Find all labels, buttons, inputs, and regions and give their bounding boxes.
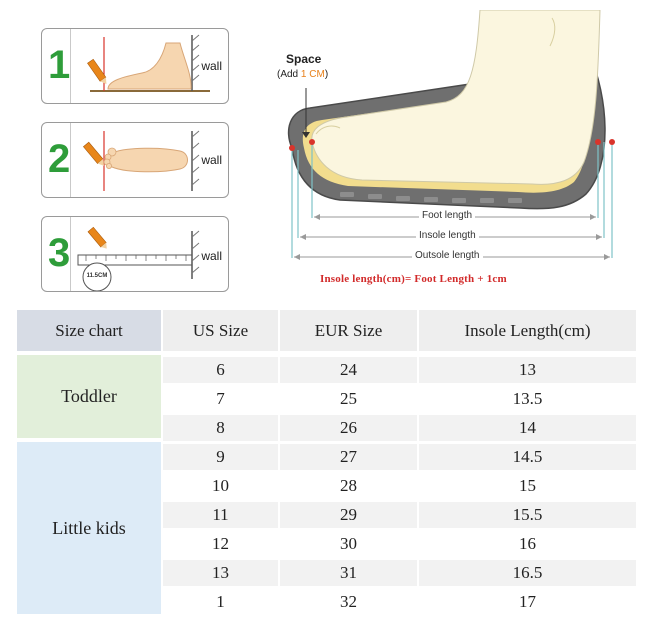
cell-insole: 14 <box>419 415 636 441</box>
cell-us: 10 <box>163 473 278 499</box>
cell-eur: 32 <box>280 589 417 615</box>
cell-us: 9 <box>163 444 278 470</box>
step-3-panel: 3 11.5CM wall <box>41 216 229 292</box>
cell-insole: 16 <box>419 531 636 557</box>
step-divider <box>70 123 71 197</box>
insole-formula: Insole length(cm)= Foot Length + 1cm <box>320 273 507 285</box>
shoe-cross-section-diagram <box>287 10 615 260</box>
cell-eur: 26 <box>280 415 417 441</box>
foot-top-view-illustration <box>82 130 200 191</box>
ruler-measure-illustration <box>77 226 200 291</box>
cell-insole: 15.5 <box>419 502 636 528</box>
cell-us: 7 <box>163 386 278 412</box>
space-annotation: (Add 1 CM) <box>277 69 329 80</box>
foot-side-view-illustration <box>87 34 210 92</box>
group-toddler: Toddler <box>17 355 161 438</box>
measurement-badge: 11.5CM <box>86 273 108 279</box>
wall-label: wall <box>201 249 222 263</box>
space-title: Space <box>286 52 322 66</box>
insole-length-label: Insole length <box>416 230 479 241</box>
cell-eur: 30 <box>280 531 417 557</box>
cell-eur: 27 <box>280 444 417 470</box>
cell-eur: 24 <box>280 357 417 383</box>
cell-us: 6 <box>163 357 278 383</box>
step-divider <box>70 29 71 103</box>
cell-us: 8 <box>163 415 278 441</box>
step-1-panel: 1 wall <box>41 28 229 104</box>
cell-insole: 16.5 <box>419 560 636 586</box>
cell-insole: 15 <box>419 473 636 499</box>
cell-us: 13 <box>163 560 278 586</box>
foot-shape <box>311 10 601 185</box>
cell-insole: 14.5 <box>419 444 636 470</box>
header-size-chart: Size chart <box>17 310 161 351</box>
cell-insole: 13.5 <box>419 386 636 412</box>
step-divider <box>70 217 71 291</box>
cell-eur: 31 <box>280 560 417 586</box>
cell-us: 1 <box>163 589 278 615</box>
cell-eur: 28 <box>280 473 417 499</box>
cell-eur: 29 <box>280 502 417 528</box>
foot-length-label: Foot length <box>419 210 476 221</box>
cell-insole: 13 <box>419 357 636 383</box>
group-little-kids: Little kids <box>17 442 161 614</box>
outsole-length-label: Outsole length <box>412 250 483 261</box>
cell-insole: 17 <box>419 589 636 615</box>
step-2-panel: 2 wall <box>41 122 229 198</box>
space-value: 1 CM <box>300 69 325 80</box>
step-number: 2 <box>48 137 71 181</box>
step-number: 3 <box>48 231 71 275</box>
step-number: 1 <box>48 43 71 87</box>
cell-eur: 25 <box>280 386 417 412</box>
header-eur-size: EUR Size <box>280 310 417 351</box>
wall-label: wall <box>201 59 222 73</box>
wall-label: wall <box>201 153 222 167</box>
cell-us: 12 <box>163 531 278 557</box>
cell-us: 11 <box>163 502 278 528</box>
header-us-size: US Size <box>163 310 278 351</box>
header-insole-length: Insole Length(cm) <box>419 310 636 351</box>
